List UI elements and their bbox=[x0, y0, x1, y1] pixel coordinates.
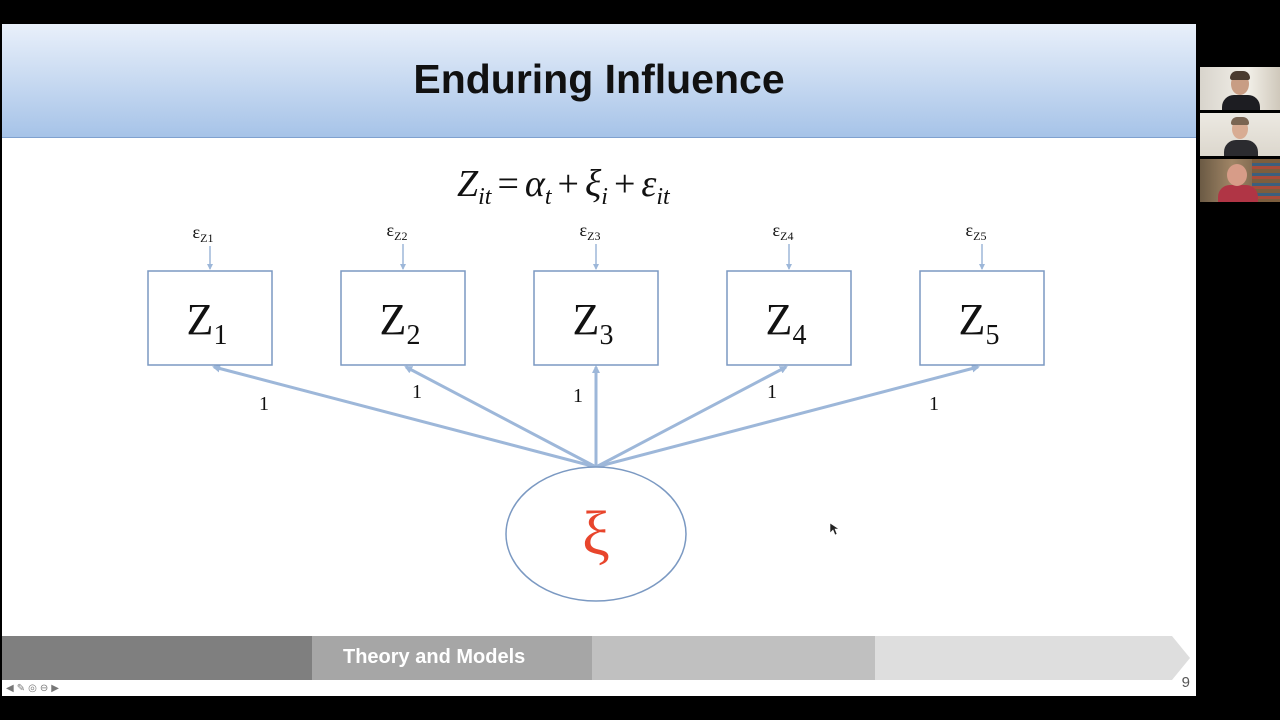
model-equation: Zit=αt+ξi+εit bbox=[457, 163, 671, 210]
progress-segment-3 bbox=[592, 636, 875, 680]
indicator-label-z3: Z3 bbox=[573, 295, 614, 351]
participant-video-1[interactable] bbox=[1200, 67, 1280, 110]
indicator-label-z5: Z5 bbox=[959, 295, 1000, 351]
loading-arrows bbox=[212, 364, 980, 469]
loading-label-3: 1 bbox=[573, 385, 583, 407]
arrow-left-icon[interactable]: ◀ bbox=[6, 682, 14, 694]
participant-video-3[interactable] bbox=[1200, 159, 1280, 202]
eq-alpha-sub: t bbox=[545, 184, 553, 210]
loading-arrow-4 bbox=[595, 365, 788, 469]
current-section-label: Theory and Models bbox=[343, 646, 526, 668]
indicator-box-z3 bbox=[533, 270, 659, 366]
slide-number: 9 bbox=[1181, 674, 1190, 691]
loading-arrow-2 bbox=[404, 365, 597, 469]
error-term-z1: εZ1 bbox=[193, 222, 214, 245]
indicator-box-z4 bbox=[726, 270, 852, 366]
eq-z-sub: it bbox=[478, 184, 493, 210]
indicator-z1: εZ1 Z1 bbox=[147, 222, 273, 366]
indicator-box-z1 bbox=[147, 270, 273, 366]
progress-segment-4 bbox=[875, 636, 1190, 680]
section-progress-bar: Theory and Models bbox=[2, 636, 1196, 680]
eq-equals: = bbox=[497, 163, 518, 205]
eq-z: Z bbox=[457, 163, 479, 205]
loading-label-1: 1 bbox=[259, 393, 269, 415]
eq-plus-2: + bbox=[614, 163, 635, 205]
loading-label-4: 1 bbox=[767, 381, 777, 403]
loading-label-5: 1 bbox=[929, 393, 939, 415]
error-term-z4: εZ4 bbox=[773, 220, 794, 243]
slide-controls: ◀ ✎ ◎ ⊖ ▶ bbox=[6, 681, 59, 695]
eq-epsilon: ε bbox=[641, 163, 656, 205]
eq-epsilon-sub: it bbox=[656, 184, 671, 210]
slide-header: Enduring Influence bbox=[2, 24, 1196, 138]
indicator-box-z5 bbox=[919, 270, 1045, 366]
indicator-z4: εZ4 Z4 bbox=[726, 220, 852, 366]
indicator-z2: εZ2 Z2 bbox=[340, 220, 466, 366]
eq-xi-sub: i bbox=[601, 184, 608, 210]
indicator-label-z1: Z1 bbox=[187, 295, 228, 351]
loading-arrow-5 bbox=[595, 364, 980, 469]
indicator-box-z2 bbox=[340, 270, 466, 366]
menu-icon[interactable]: ⊖ bbox=[39, 682, 49, 694]
progress-segment-current: Theory and Models bbox=[312, 636, 592, 680]
indicator-z5: εZ5 Z5 bbox=[919, 220, 1045, 366]
participant-video-2[interactable] bbox=[1200, 113, 1280, 156]
loading-label-2: 1 bbox=[412, 381, 422, 403]
pencil-icon[interactable]: ✎ bbox=[16, 682, 26, 694]
arrow-right-icon[interactable]: ▶ bbox=[51, 682, 59, 694]
participant-video-strip bbox=[1200, 67, 1280, 205]
error-term-z5: εZ5 bbox=[966, 220, 987, 243]
latent-variable-label: ξ bbox=[582, 500, 610, 568]
error-term-z3: εZ3 bbox=[580, 220, 601, 243]
error-term-z2: εZ2 bbox=[387, 220, 408, 243]
presentation-slide: Enduring Influence Zit=αt+ξi+εit 1 1 1 1 bbox=[2, 24, 1196, 696]
path-diagram: Zit=αt+ξi+εit 1 1 1 1 1 εZ1 Z1 εZ2 Z2 bbox=[147, 163, 1045, 602]
eq-xi: ξ bbox=[585, 163, 602, 205]
indicator-label-z4: Z4 bbox=[766, 295, 807, 351]
indicator-z3: εZ3 Z3 bbox=[533, 220, 659, 366]
progress-segment-1 bbox=[2, 636, 312, 680]
eq-plus-1: + bbox=[558, 163, 579, 205]
eq-alpha: α bbox=[525, 163, 546, 205]
latent-variable-ellipse bbox=[505, 466, 687, 602]
loading-arrow-1 bbox=[212, 364, 597, 469]
slide-title: Enduring Influence bbox=[413, 56, 785, 102]
mouse-cursor-icon bbox=[830, 523, 840, 536]
search-icon[interactable]: ◎ bbox=[28, 682, 37, 694]
indicator-label-z2: Z2 bbox=[380, 295, 421, 351]
